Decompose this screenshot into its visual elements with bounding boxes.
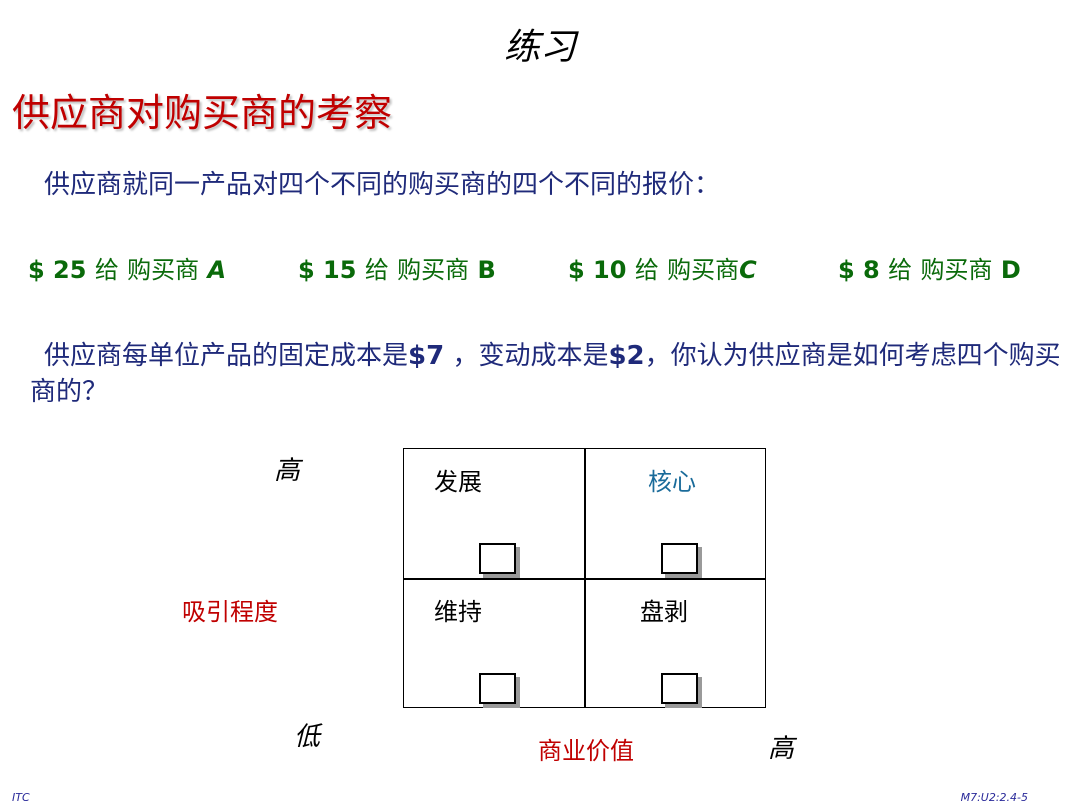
price-amount: $ 8 bbox=[838, 256, 880, 284]
price-item-b: $ 15 给 购买商 B bbox=[298, 250, 496, 285]
footer-left: ITC bbox=[12, 791, 30, 804]
price-give: 给 bbox=[364, 256, 389, 284]
price-amount: $ 10 bbox=[568, 256, 627, 284]
price-buyer: 购买商 bbox=[127, 256, 200, 284]
price-item-c: $ 10 给 购买商C bbox=[568, 250, 757, 285]
price-item-a: $ 25 给 购买商 A bbox=[28, 250, 226, 285]
cell-label-maintain: 维持 bbox=[434, 598, 482, 626]
cell-label-core: 核心 bbox=[648, 468, 696, 496]
price-buyer: 购买商 bbox=[397, 256, 470, 284]
x-axis-label: 商业价值 bbox=[538, 737, 634, 765]
price-buyer: 购买商 bbox=[667, 256, 740, 284]
price-amount: $ 15 bbox=[298, 256, 357, 284]
matrix-divider-horizontal bbox=[403, 578, 766, 580]
fixed-cost: $7 bbox=[408, 341, 445, 371]
description-text: 供应商就同一产品对四个不同的购买商的四个不同的报价： bbox=[44, 170, 721, 200]
checkbox-develop[interactable] bbox=[479, 543, 516, 574]
y-axis-high: 高 bbox=[274, 456, 301, 486]
checkbox-core[interactable] bbox=[661, 543, 698, 574]
price-give: 给 bbox=[888, 256, 913, 284]
question-text: 供应商每单位产品的固定成本是$7 ，变动成本是$2，你认为供应商是如何考虑四个购… bbox=[30, 338, 1075, 410]
y-axis-label: 吸引程度 bbox=[182, 598, 278, 626]
axis-low: 低 bbox=[294, 722, 321, 752]
checkbox-exploit[interactable] bbox=[661, 673, 698, 704]
exercise-title: 练习 bbox=[503, 27, 576, 68]
question-part1: 供应商每单位产品的固定成本是 bbox=[44, 341, 409, 371]
price-item-d: $ 8 给 购买商 D bbox=[838, 250, 1021, 285]
price-buyer-letter: D bbox=[1000, 256, 1021, 284]
price-buyer-letter: C bbox=[739, 256, 757, 284]
slide-heading: 供应商对购买商的考察 bbox=[12, 91, 393, 135]
price-amount: $ 25 bbox=[28, 256, 87, 284]
checkbox-maintain[interactable] bbox=[479, 673, 516, 704]
cell-label-exploit: 盘剥 bbox=[640, 598, 688, 626]
variable-cost: $2 bbox=[608, 341, 645, 371]
question-part2: ，变动成本是 bbox=[444, 341, 609, 371]
price-give: 给 bbox=[634, 256, 659, 284]
price-give: 给 bbox=[94, 256, 119, 284]
price-buyer: 购买商 bbox=[920, 256, 993, 284]
price-buyer-letter: A bbox=[207, 256, 227, 284]
x-axis-high: 高 bbox=[768, 734, 795, 764]
footer-right: M7:U2:2.4-5 bbox=[960, 791, 1028, 804]
price-buyer-letter: B bbox=[477, 256, 496, 284]
question-part3: ，你认为供应商是如何考虑四个购买商的？ bbox=[30, 341, 1061, 407]
price-list: $ 25 给 购买商 A $ 15 给 购买商 B $ 10 给 购买商C $ … bbox=[28, 250, 1068, 284]
cell-label-develop: 发展 bbox=[434, 468, 482, 496]
